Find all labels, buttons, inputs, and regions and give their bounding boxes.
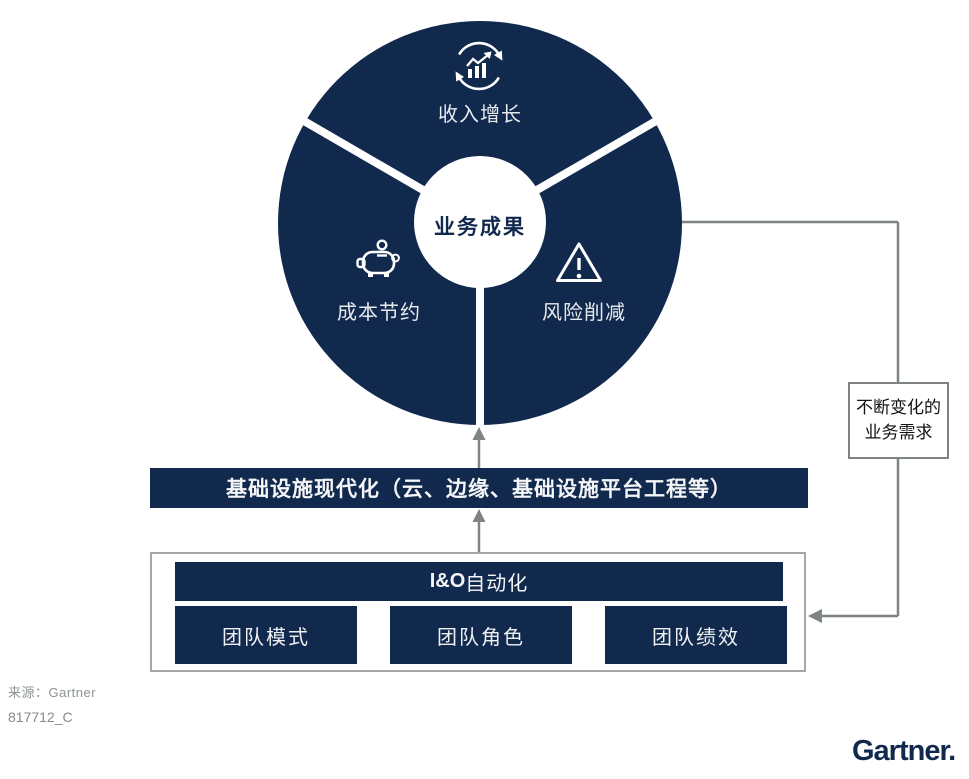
team-performance-label: 团队绩效 (652, 626, 740, 649)
io-automation-label-cn: 自动化 (465, 573, 529, 595)
growth-cycle-icon (455, 41, 503, 91)
up-arrow-bar-to-donut (472, 427, 486, 470)
feedback-label-box: 不断变化的 业务需求 (848, 382, 949, 459)
gartner-logo: Gartner. (852, 735, 956, 767)
feedback-arrowhead-left (808, 609, 822, 623)
team-model-box: 团队模式 (175, 606, 357, 664)
warning-triangle-icon (556, 242, 602, 282)
piggy-bank-icon (356, 239, 400, 277)
donut-center-label: 业务成果 (434, 215, 526, 239)
outcomes-donut (278, 21, 682, 427)
team-roles-box: 团队角色 (390, 606, 572, 664)
source-label: 来源：Gartner (8, 685, 97, 700)
team-performance-box: 团队绩效 (605, 606, 787, 664)
feedback-label-line2: 业务需求 (864, 422, 933, 442)
document-id: 817712_C (8, 709, 73, 725)
source-block: 来源：Gartner 817712_C (8, 682, 96, 725)
up-arrow-box-to-bar (472, 509, 486, 552)
feedback-label-line1: 不断变化的 (856, 397, 941, 417)
segment-label-revenue-growth: 收入增长 (438, 104, 522, 126)
segment-label-cost-savings: 成本节约 (337, 302, 421, 324)
io-automation-label-en: I&O (429, 570, 466, 592)
team-model-label: 团队模式 (222, 626, 310, 649)
team-roles-label: 团队角色 (437, 626, 525, 649)
modernization-bar-label: 基础设施现代化（云、边缘、基础设施平台工程等） (226, 477, 732, 501)
donut-center-circle (414, 156, 546, 288)
modernization-bar: 基础设施现代化（云、边缘、基础设施平台工程等） (150, 468, 808, 508)
segment-label-risk-reduction: 风险削减 (542, 302, 626, 324)
